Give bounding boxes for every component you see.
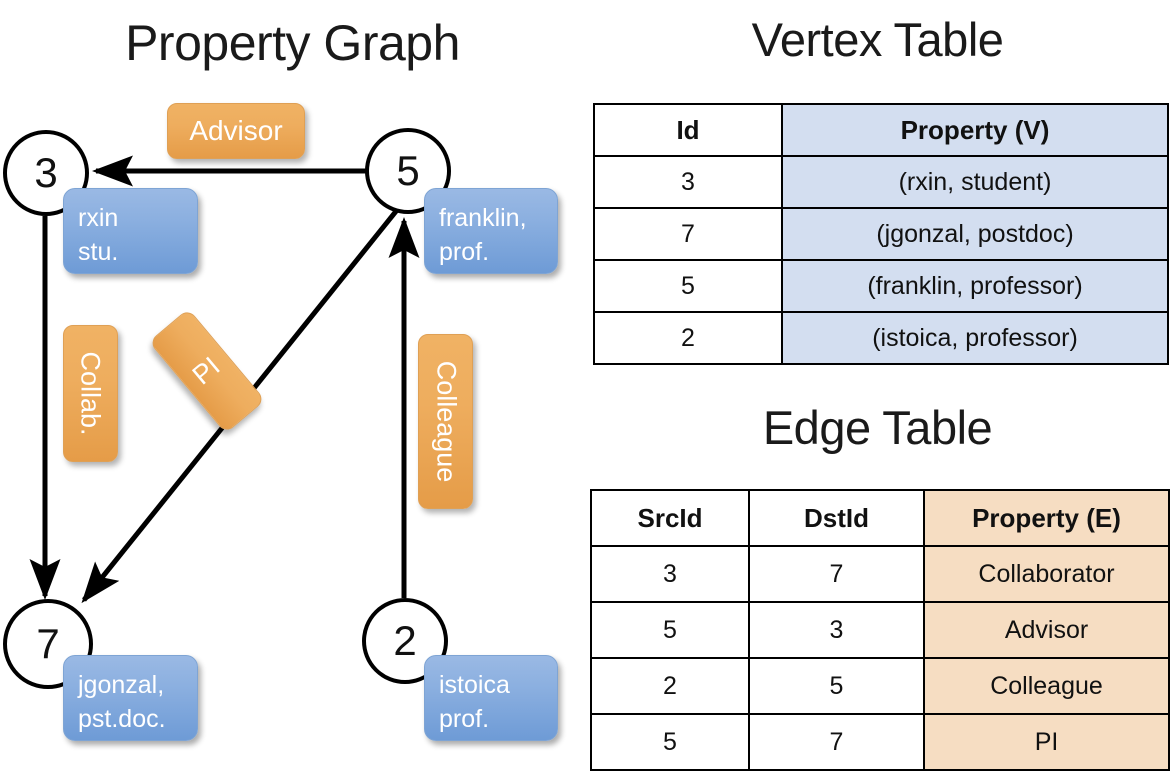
cell-srcid: 5 [590, 713, 750, 771]
table-row: 7 (jgonzal, postdoc) [593, 207, 1169, 261]
bubble-line-2: stu. [78, 238, 119, 266]
table-row: 3 (rxin, student) [593, 155, 1169, 209]
bubble-line-2: prof. [439, 705, 490, 733]
edge-label-collab: Collab. [63, 325, 118, 462]
page-title-edge-table: Edge Table [762, 401, 993, 454]
page-title-property-graph: Property Graph [125, 15, 460, 71]
cell-property: PI [923, 713, 1170, 771]
table-row: 3 7 Collaborator [590, 545, 1170, 603]
vertex-property-bubble-7: jgonzal, pst.doc. [63, 655, 198, 741]
column-header-property: Property (E) [923, 489, 1170, 547]
vertex-property-bubble-5: franklin, prof. [424, 188, 558, 274]
page-title-vertex-table: Vertex Table [751, 13, 1004, 66]
bubble-line-1: jgonzal, [78, 671, 165, 699]
vertex-table: Id Property (V) 3 (rxin, student) 7 (jgo… [593, 103, 1169, 365]
bubble-line-1: rxin [78, 204, 119, 232]
vertex-property-bubble-2: istoica prof. [424, 655, 558, 741]
cell-id: 5 [593, 259, 783, 313]
cell-property: Advisor [923, 601, 1170, 659]
cell-property: (rxin, student) [781, 155, 1169, 209]
bubble-line-1: franklin, [439, 204, 527, 232]
cell-dstid: 3 [748, 601, 925, 659]
column-header-srcid: SrcId [590, 489, 750, 547]
edge-label-text: Advisor [189, 115, 283, 146]
cell-dstid: 7 [748, 713, 925, 771]
cell-srcid: 5 [590, 601, 750, 659]
cell-property: (istoica, professor) [781, 311, 1169, 365]
cell-id: 3 [593, 155, 783, 209]
cell-srcid: 3 [590, 545, 750, 603]
table-row: 5 3 Advisor [590, 601, 1170, 659]
edge-label-colleague: Colleague [418, 334, 473, 509]
cell-property: (jgonzal, postdoc) [781, 207, 1169, 261]
edge-table: SrcId DstId Property (E) 3 7 Collaborato… [590, 489, 1170, 771]
column-header-dstid: DstId [748, 489, 925, 547]
property-graph-diagram: 3 5 7 2 rxin stu. franklin, prof. jgonza… [0, 0, 585, 760]
column-header-property: Property (V) [781, 103, 1169, 157]
cell-id: 2 [593, 311, 783, 365]
edge-label-text: Collab. [76, 351, 107, 436]
cell-property: Colleague [923, 657, 1170, 715]
bubble-line-1: istoica [439, 671, 510, 699]
table-row: 2 5 Colleague [590, 657, 1170, 715]
graph-node-5[interactable]: 5 [365, 128, 451, 214]
edge-label-text: Colleague [431, 360, 461, 483]
bubble-line-2: prof. [439, 238, 490, 266]
vertex-property-bubble-3: rxin stu. [63, 188, 198, 274]
cell-dstid: 5 [748, 657, 925, 715]
cell-property: Collaborator [923, 545, 1170, 603]
cell-dstid: 7 [748, 545, 925, 603]
graph-node-2[interactable]: 2 [362, 598, 448, 684]
table-row: 5 7 PI [590, 713, 1170, 771]
edge-label-advisor: Advisor [167, 103, 305, 159]
edge-label-text: PI [187, 350, 227, 391]
cell-srcid: 2 [590, 657, 750, 715]
table-header-row: Id Property (V) [593, 103, 1169, 157]
table-row: 5 (franklin, professor) [593, 259, 1169, 313]
cell-id: 7 [593, 207, 783, 261]
table-header-row: SrcId DstId Property (E) [590, 489, 1170, 547]
column-header-id: Id [593, 103, 783, 157]
table-row: 2 (istoica, professor) [593, 311, 1169, 365]
bubble-line-2: pst.doc. [78, 705, 166, 733]
cell-property: (franklin, professor) [781, 259, 1169, 313]
